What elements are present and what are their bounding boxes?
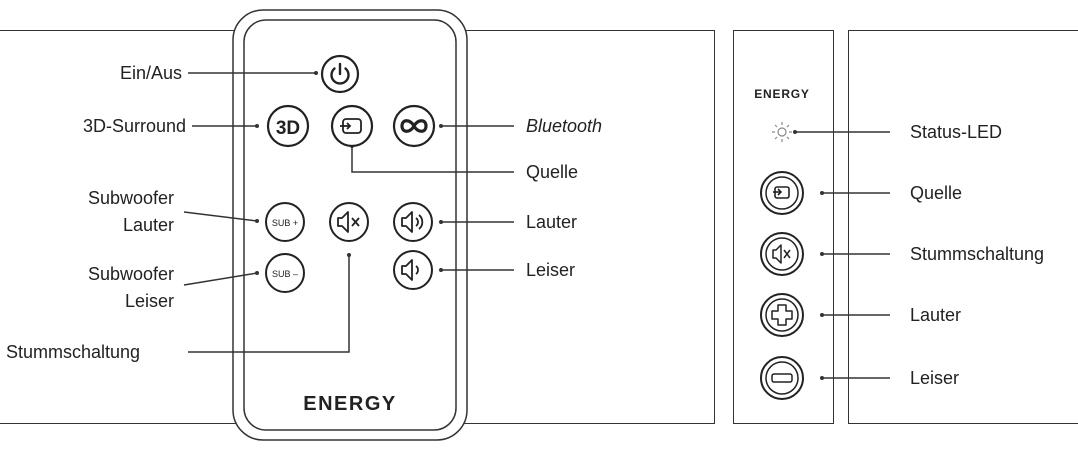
label-3d-surround: 3D-Surround <box>82 116 186 136</box>
label-bluetooth: Bluetooth <box>526 116 603 136</box>
label-remote-source: Quelle <box>526 162 579 182</box>
panel-leader-lines <box>794 131 890 379</box>
label-panel-volume-down: Leiser <box>910 368 960 388</box>
panel-brand-logo: ENERGY <box>754 87 809 101</box>
speaker-quiet-icon <box>401 259 419 281</box>
remote-volume-up-button[interactable] <box>393 202 433 242</box>
label-remote-mute: Stummschaltung <box>6 342 141 362</box>
label-subwoofer-up-line2: Lauter <box>122 215 174 235</box>
panel-leader-dots <box>793 130 824 380</box>
remote-sub-minus-button[interactable]: SUB – <box>265 253 305 293</box>
remote-brand-logo: ENERGY <box>303 393 396 415</box>
speaker-loud-icon <box>401 211 424 233</box>
label-remote-volume-down: Leiser <box>526 260 576 280</box>
power-icon <box>330 62 350 85</box>
minus-icon <box>771 373 793 383</box>
panel-mute-button[interactable] <box>760 232 804 276</box>
status-led-icon <box>772 122 792 142</box>
plus-icon <box>771 304 793 326</box>
remote-source-button[interactable] <box>330 104 374 148</box>
surround-button-label: 3D <box>276 118 300 139</box>
source-icon <box>773 186 790 199</box>
source-icon <box>340 118 362 134</box>
label-panel-mute: Stummschaltung <box>910 244 1045 264</box>
infinity-icon <box>400 119 428 133</box>
label-panel-source: Quelle <box>910 183 963 203</box>
panel-volume-down-button[interactable] <box>760 356 804 400</box>
label-subwoofer-up-line1: Subwoofer <box>87 188 174 208</box>
remote-power-button[interactable] <box>320 54 360 94</box>
remote-3d-surround-button[interactable]: 3D <box>266 104 310 148</box>
label-remote-volume-up: Lauter <box>526 212 578 232</box>
label-subwoofer-down-line1: Subwoofer <box>87 264 174 284</box>
label-status-led: Status-LED <box>910 122 1003 142</box>
sub-minus-label: SUB – <box>272 269 298 279</box>
panel-volume-up-button[interactable] <box>760 293 804 337</box>
remote-leader-lines <box>183 72 514 353</box>
remote-volume-down-button[interactable] <box>393 250 433 290</box>
right-frame <box>848 30 1078 424</box>
label-power: Ein/Aus <box>119 63 182 83</box>
label-subwoofer-down-line2: Leiser <box>124 291 174 311</box>
panel-source-button[interactable] <box>760 171 804 215</box>
speaker-mute-icon <box>772 244 791 264</box>
remote-sub-plus-button[interactable]: SUB + <box>265 202 305 242</box>
sub-plus-label: SUB + <box>272 218 298 228</box>
speaker-mute-icon <box>337 211 360 233</box>
remote-mute-button[interactable] <box>329 202 369 242</box>
remote-bluetooth-button[interactable] <box>392 104 436 148</box>
label-panel-volume-up: Lauter <box>910 305 962 325</box>
